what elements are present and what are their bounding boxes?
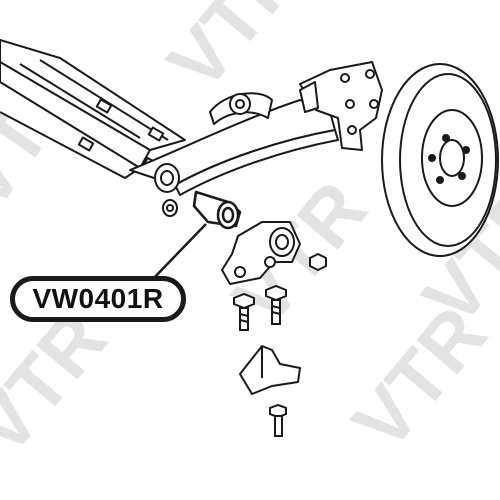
trailing-arm bbox=[129, 92, 339, 196]
mount-bracket bbox=[221, 221, 327, 285]
lower-bracket bbox=[239, 345, 301, 395]
brake-disc bbox=[381, 63, 499, 257]
watermark-text: VTR bbox=[151, 0, 319, 106]
bolt bbox=[269, 403, 287, 437]
bolt bbox=[265, 284, 287, 325]
hub-bracket bbox=[299, 61, 383, 151]
washer bbox=[162, 199, 178, 217]
part-number-label: VW0401R bbox=[32, 283, 164, 314]
bushing-part bbox=[192, 190, 242, 230]
axle-beam bbox=[0, 39, 186, 179]
part-number-badge: VW0401R bbox=[10, 276, 186, 322]
leader-line bbox=[149, 223, 207, 283]
bolt bbox=[233, 292, 255, 331]
